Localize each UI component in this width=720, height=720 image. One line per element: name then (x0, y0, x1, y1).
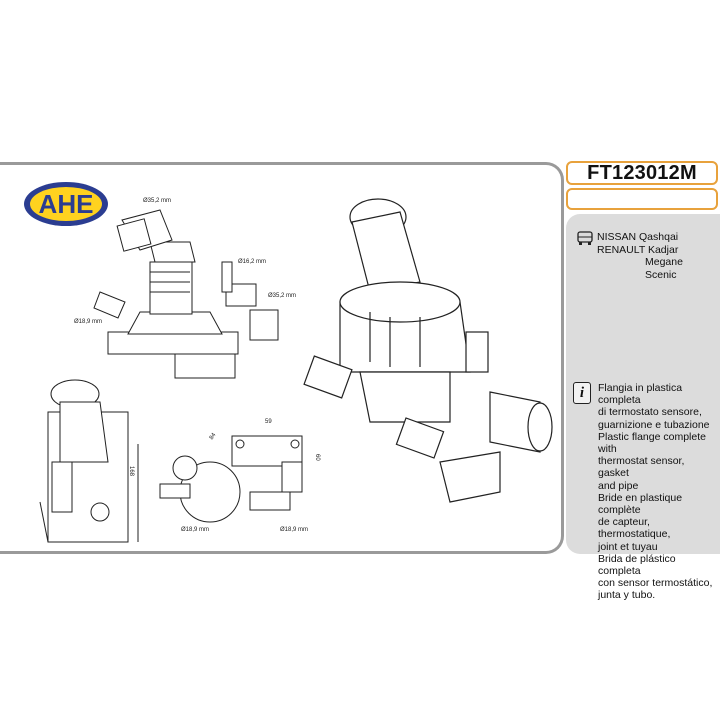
description-line: de capteur, thermostatique, (598, 516, 671, 541)
description-line: thermostat sensor, gasket (598, 455, 685, 480)
top-view-drawing (93, 209, 279, 379)
vehicle-model: Scenic (645, 268, 677, 281)
logo-inner (30, 187, 102, 221)
dim-sensor: Ø16,2 mm (238, 259, 266, 265)
dim-left-pipe: Ø18,9 mm (74, 319, 102, 325)
dim-width-59: 59 (265, 419, 272, 425)
dim-outlet-right: Ø35,2 mm (268, 293, 296, 299)
description-line: con sensor termostático, (598, 577, 713, 590)
drawing-panel: Ø35,2 mm Ø16,2 mm Ø35,2 mm Ø18,9 mm Ø18,… (0, 162, 564, 554)
description-line: and pipe (598, 479, 639, 492)
vehicle-model: Qashqai (639, 231, 679, 243)
3d-view-drawing (303, 198, 553, 503)
vehicle-row: Scenic (597, 269, 683, 282)
bottom-view-drawing (159, 435, 303, 523)
info-panel (566, 214, 720, 554)
dim-height-168: 168 (128, 466, 134, 477)
vehicle-make: NISSAN (597, 231, 637, 243)
description-line: junta y tubo. (598, 589, 656, 602)
vehicle-row: Megane (597, 256, 683, 269)
dim-height-60: 60 (314, 454, 320, 461)
technical-drawings: Ø35,2 mm Ø16,2 mm Ø35,2 mm Ø18,9 mm Ø18,… (39, 198, 553, 543)
dim-outlet-top: Ø35,2 mm (143, 198, 171, 204)
dim-bottom-right: Ø18,9 mm (280, 527, 308, 533)
vehicle-model: Kadjar (647, 243, 679, 256)
description-line: Brida de plástico completa (598, 552, 676, 578)
description: Flangia in plastica completa di termosta… (598, 382, 718, 602)
info-icon: i (573, 382, 591, 404)
secondary-code-field (566, 188, 718, 210)
logo-text: AHE (39, 189, 94, 219)
side-view-drawing (39, 379, 139, 543)
vehicle-row: RENAULT Kadjar (597, 244, 683, 257)
description-line: Bride en plastique complète (598, 491, 683, 517)
vehicle-make: RENAULT (597, 243, 646, 256)
car-icon (577, 231, 593, 245)
vehicle-row: NISSAN Qashqai (597, 231, 683, 244)
dim-bottom-left: Ø18,9 mm (181, 527, 209, 533)
description-line: joint et tuyau (598, 540, 658, 553)
brand-logo: AHE (22, 180, 110, 233)
description-line: guarnizione e tubazione (598, 418, 710, 431)
dim-diag-84: 84 (209, 432, 218, 441)
vehicle-model: Megane (645, 256, 683, 268)
description-line: Plastic flange complete with (598, 430, 706, 456)
description-line: Flangia in plastica completa (598, 382, 683, 407)
vehicle-list: NISSAN Qashqai RENAULT Kadjar Megane Sce… (597, 231, 683, 281)
part-code: FT123012M (566, 161, 718, 185)
description-line: di termostato sensore, (598, 406, 702, 419)
